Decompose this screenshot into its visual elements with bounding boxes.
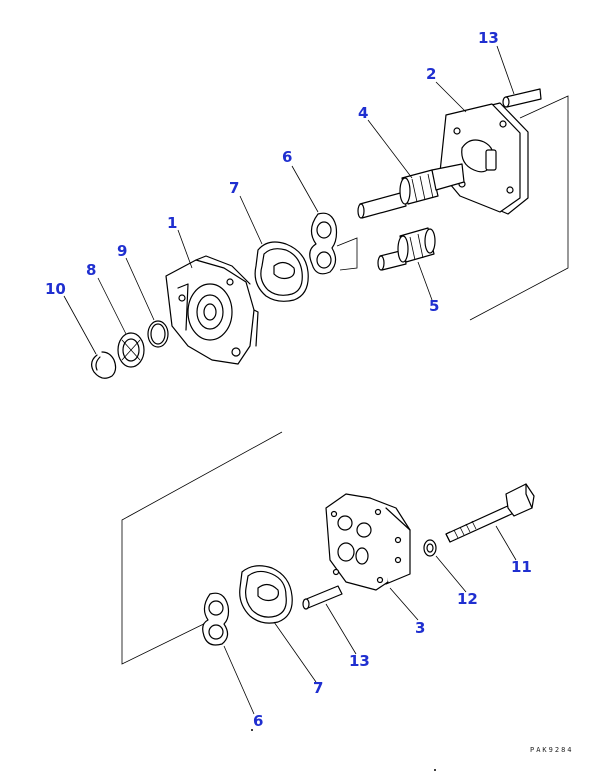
leader-9 (125, 257, 155, 321)
leader-7-top (239, 195, 263, 245)
drive-shaft-4 (357, 163, 465, 219)
pin-13-top (502, 88, 542, 108)
leader-8 (97, 277, 127, 335)
bolt-11 (445, 483, 535, 543)
leader-11 (495, 525, 517, 561)
callout-13-bottom: 13 (349, 652, 370, 670)
callout-8: 8 (86, 261, 97, 279)
callout-12: 12 (457, 590, 478, 608)
leader-10 (63, 295, 97, 355)
callout-4: 4 (358, 104, 369, 122)
drawing-code: PAK9284 (530, 746, 574, 754)
leader-lines (63, 45, 517, 715)
callout-10: 10 (45, 280, 66, 298)
leader-6-bottom (223, 645, 255, 715)
callout-13-top: 13 (478, 29, 499, 47)
callout-7-bottom: 7 (313, 679, 324, 697)
leader-3 (389, 587, 419, 621)
driven-gear-5 (377, 227, 436, 271)
leader-13-bottom (325, 603, 357, 655)
callout-11: 11 (511, 558, 532, 576)
gasket-7-bottom (239, 565, 293, 624)
leader-4 (367, 119, 413, 179)
leader-13-top (496, 45, 515, 95)
flange-cover-2 (439, 102, 529, 215)
callout-5: 5 (429, 297, 440, 315)
washer-12 (423, 539, 437, 557)
leader-5 (417, 261, 433, 301)
oil-seal-8 (117, 332, 145, 368)
bottom-assembly-outline (121, 431, 283, 665)
callout-6-bottom: 6 (253, 712, 264, 730)
leader-7-bottom (273, 621, 317, 683)
ring-9 (147, 320, 169, 348)
seal-plate-6-bottom (202, 592, 230, 646)
rear-housing-3 (325, 493, 411, 591)
gasket-7-top (254, 241, 309, 302)
callout-9: 9 (117, 242, 128, 260)
callout-1: 1 (167, 214, 178, 232)
small-dot (434, 769, 436, 771)
leader-2 (435, 81, 467, 113)
top-assembly-outline (336, 95, 569, 321)
callout-7-top: 7 (229, 179, 240, 197)
snap-ring-10 (91, 351, 117, 379)
leader-6-top (291, 165, 319, 213)
seal-plate-6-top (309, 212, 338, 275)
callout-3: 3 (415, 619, 426, 637)
small-dot (251, 729, 253, 731)
pin-13-bottom (302, 585, 343, 610)
callout-2: 2 (426, 65, 437, 83)
leader-12 (435, 555, 467, 593)
front-housing-1 (165, 255, 259, 365)
callout-6-top: 6 (282, 148, 293, 166)
leader-1 (177, 229, 193, 269)
